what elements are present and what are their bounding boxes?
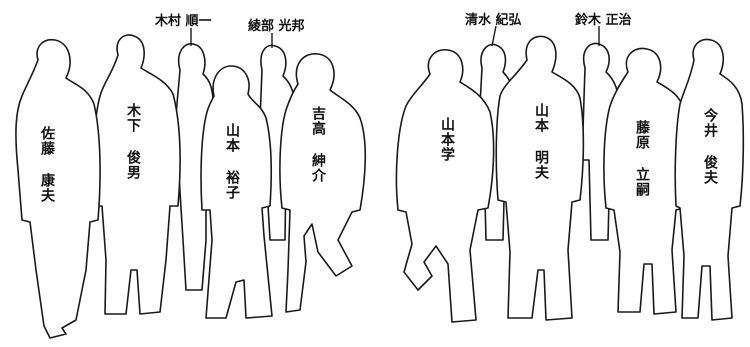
name-label-kinoshita: 木下 俊男 <box>125 103 141 180</box>
silhouette-kinoshita <box>92 34 181 315</box>
name-label-shimizu: 清水 紀弘 <box>465 13 522 28</box>
silhouette-yamamoto-akio <box>495 35 585 321</box>
name-label-sato: 佐藤 康夫 <box>39 126 55 203</box>
name-label-fujiwara: 藤原 立嗣 <box>634 120 650 197</box>
silhouette-imai <box>674 38 745 321</box>
name-label-yamamoto-yuko: 山本 裕子 <box>224 123 240 200</box>
silhouette-yamamoto-yuko <box>200 65 273 319</box>
name-label-yoshitaka: 吉高 紳介 <box>310 106 326 183</box>
silhouette-yamamoto-manabu <box>395 49 495 323</box>
silhouette-sato <box>15 38 101 339</box>
name-label-suzuki: 鈴木 正治 <box>575 13 632 28</box>
leader-shimizu <box>491 25 497 47</box>
name-label-imai: 今井 俊夫 <box>702 108 718 185</box>
name-label-yamamoto-manabu: 山本学 <box>439 117 455 162</box>
name-label-ayabe: 綾部 光邦 <box>248 19 305 34</box>
silhouette-yoshitaka <box>279 53 367 313</box>
name-label-yamamoto-akio: 山本 明夫 <box>533 103 549 180</box>
name-label-kimura: 木村 順一 <box>155 14 212 29</box>
